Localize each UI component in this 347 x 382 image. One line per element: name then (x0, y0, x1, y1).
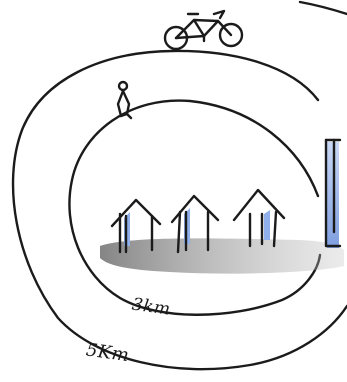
corner-stroke (300, 2, 347, 14)
inner-ring-3km (69, 101, 320, 315)
inner-ring-label: 3km (131, 295, 172, 320)
outer-ring-5km (13, 51, 347, 369)
ground-shadow (100, 238, 344, 273)
tower-icon (326, 140, 340, 248)
house-icon (234, 190, 284, 246)
bicycle-icon (165, 11, 242, 49)
outer-ring-label: 5Km (85, 339, 131, 366)
